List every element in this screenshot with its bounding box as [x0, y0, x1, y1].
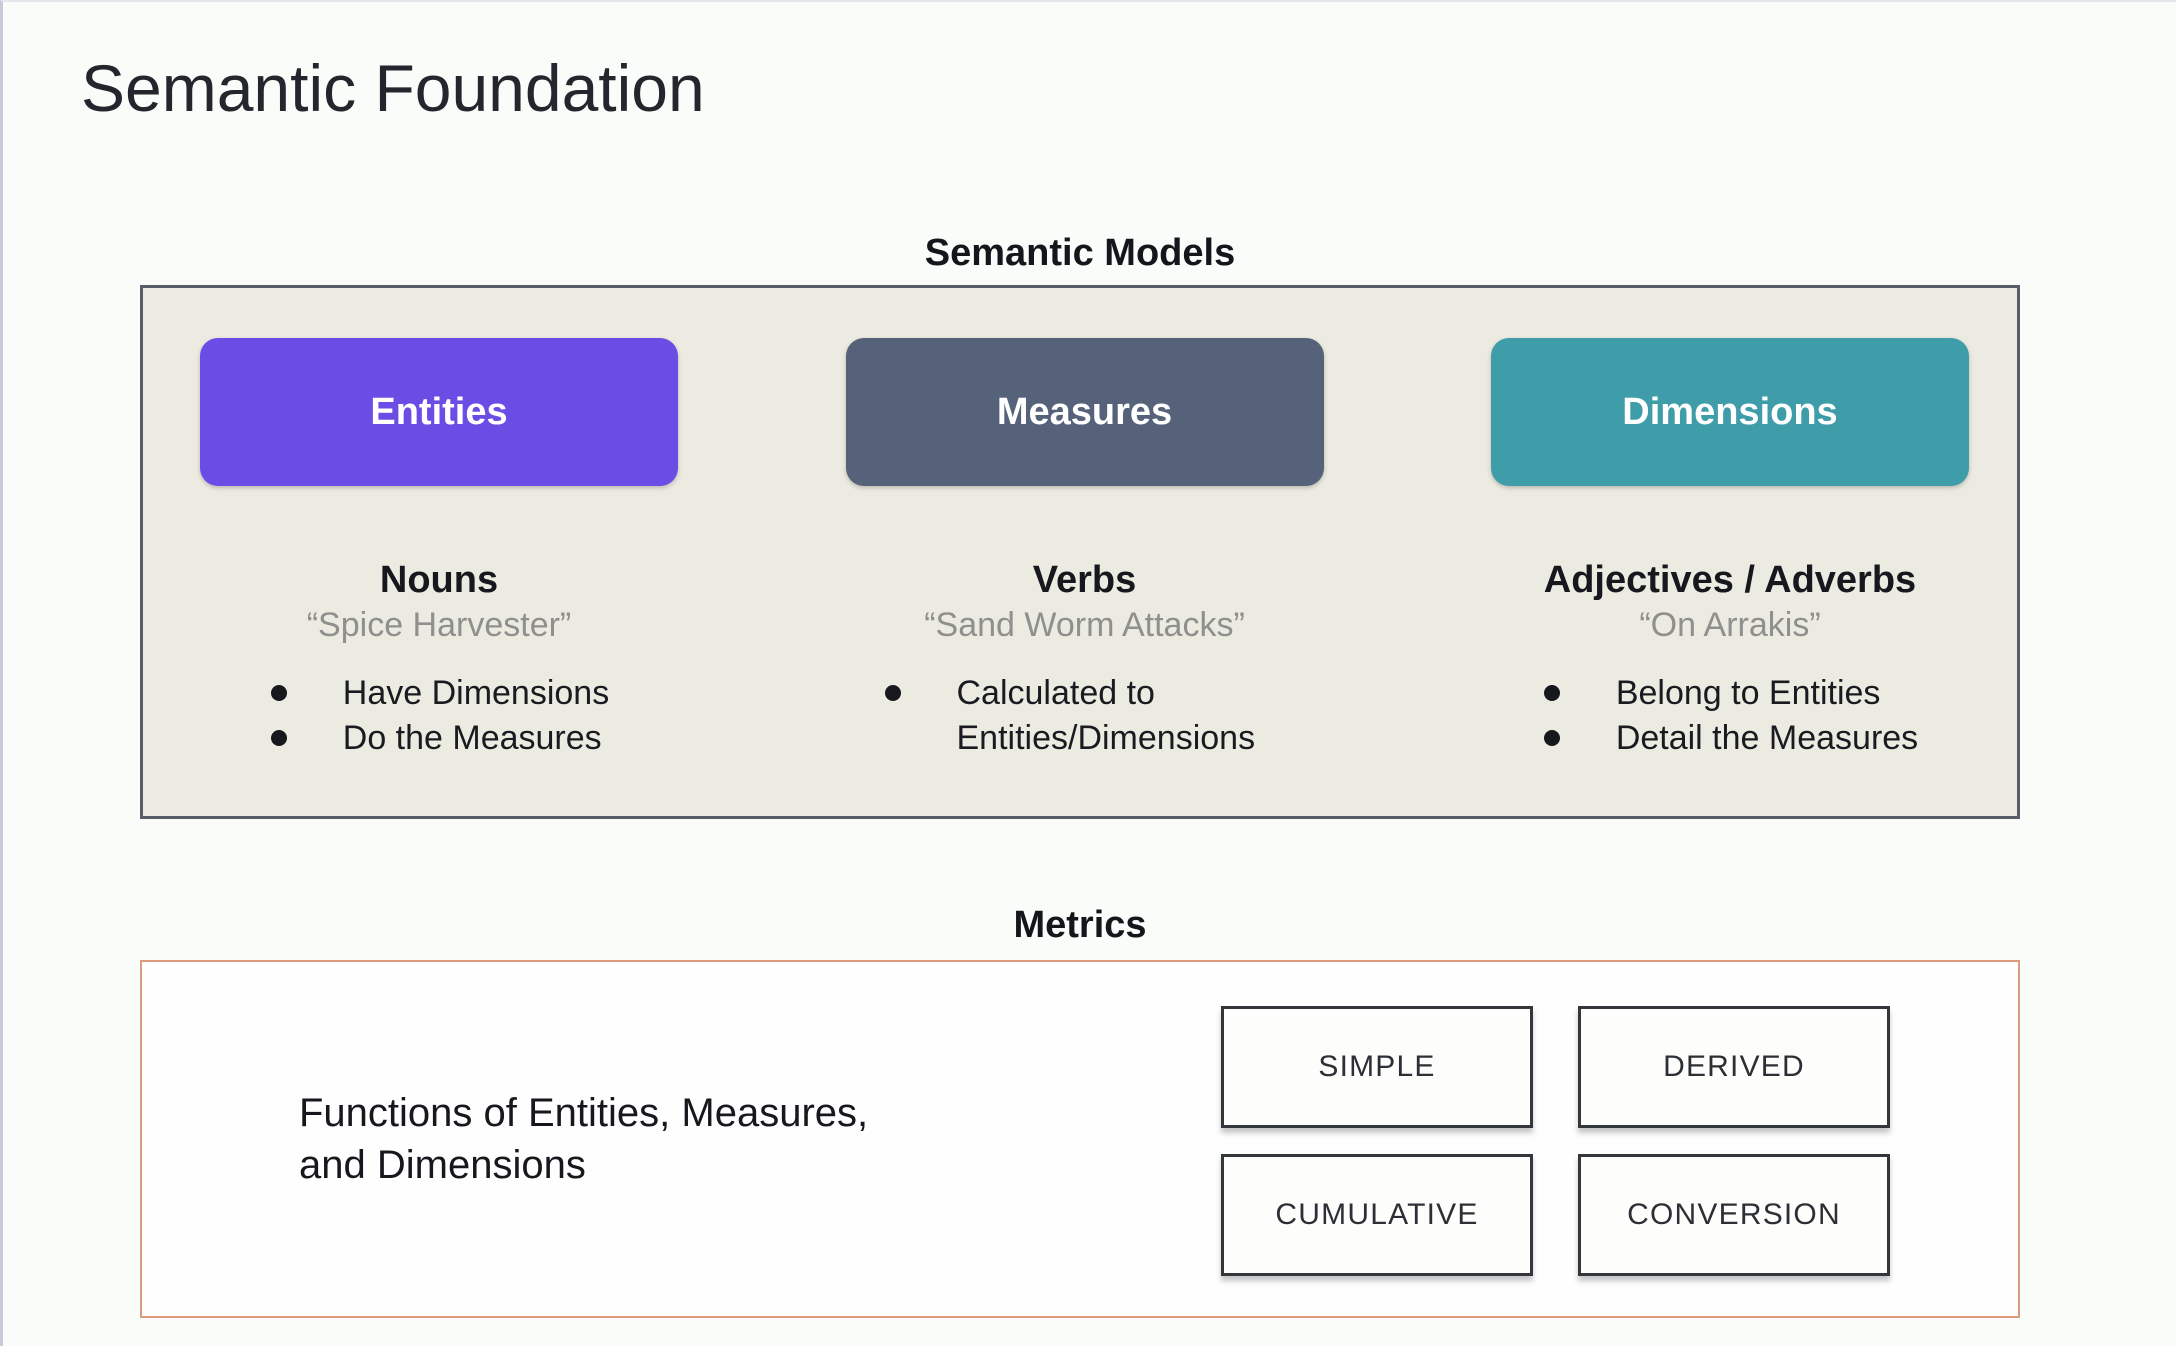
entities-pill: Entities — [200, 338, 678, 486]
metric-box-conversion: CONVERSION — [1578, 1154, 1890, 1276]
metric-box-cumulative: CUMULATIVE — [1221, 1154, 1533, 1276]
metric-box-simple: SIMPLE — [1221, 1006, 1533, 1128]
metric-box-derived: DERIVED — [1578, 1006, 1890, 1128]
bullet-item: Detail the Measures — [1542, 716, 1918, 761]
entities-bullets: Have Dimensions Do the Measures — [269, 671, 609, 761]
bullet-item: Have Dimensions — [269, 671, 609, 716]
metrics-panel: Functions of Entities, Measures, and Dim… — [140, 960, 2020, 1318]
bullet-item: Calculated to Entities/Dimensions — [883, 671, 1287, 761]
bullet-item: Belong to Entities — [1542, 671, 1918, 716]
dimensions-pill: Dimensions — [1491, 338, 1969, 486]
metrics-heading: Metrics — [1013, 904, 1147, 946]
entities-heading: Nouns — [379, 559, 499, 601]
measures-pill: Measures — [845, 338, 1324, 486]
semantic-models-heading: Semantic Models — [924, 232, 1236, 274]
dimensions-column: Dimensions Adjectives / Adverbs “On Arra… — [1491, 338, 1969, 816]
bullet-item: Do the Measures — [269, 716, 609, 761]
dimensions-bullets: Belong to Entities Detail the Measures — [1542, 671, 1918, 761]
measures-column: Measures Verbs “Sand Worm Attacks” Calcu… — [845, 338, 1324, 816]
metrics-grid: SIMPLE DERIVED CUMULATIVE CONVERSION — [1221, 1006, 1890, 1276]
measures-bullets: Calculated to Entities/Dimensions — [883, 671, 1287, 761]
measures-quote: “Sand Worm Attacks” — [924, 605, 1245, 644]
dimensions-quote: “On Arrakis” — [1639, 605, 1821, 644]
page-title: Semantic Foundation — [81, 51, 705, 125]
metrics-description: Functions of Entities, Measures, and Dim… — [299, 1091, 869, 1187]
entities-quote: “Spice Harvester” — [306, 605, 572, 644]
measures-heading: Verbs — [1032, 559, 1137, 601]
semantic-models-panel: Entities Nouns “Spice Harvester” Have Di… — [140, 285, 2020, 819]
dimensions-heading: Adjectives / Adverbs — [1543, 559, 1917, 601]
entities-column: Entities Nouns “Spice Harvester” Have Di… — [200, 338, 678, 816]
